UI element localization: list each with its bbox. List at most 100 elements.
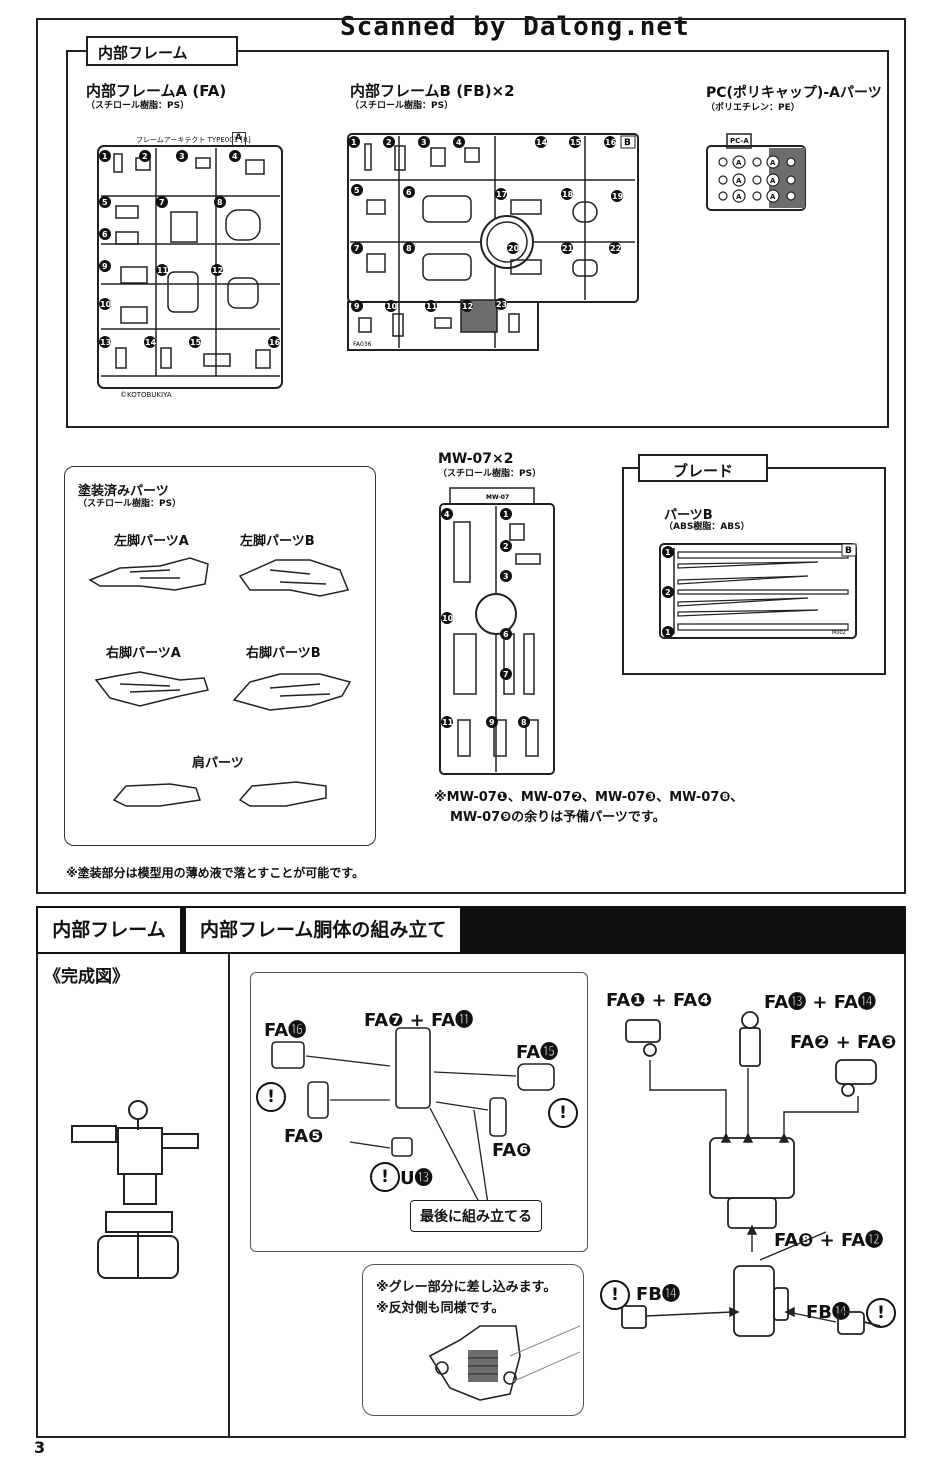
insert-note-line1: ※グレー部分に差し込みます。 — [376, 1280, 557, 1295]
label-fa5: FA❺ — [284, 1126, 324, 1147]
svg-text:5: 5 — [354, 186, 360, 195]
shoulder-parts-label: 肩パーツ — [192, 756, 244, 771]
svg-text:3: 3 — [421, 138, 427, 147]
svg-text:17: 17 — [496, 190, 507, 199]
svg-text:15: 15 — [190, 338, 202, 347]
svg-text:10: 10 — [386, 302, 398, 311]
svg-text:A: A — [736, 177, 742, 185]
mw07-note-line1: ※MW-07❶、MW-07❷、MW-07❸、MW-07❽、 — [434, 790, 744, 805]
svg-text:7: 7 — [503, 670, 509, 679]
svg-text:10: 10 — [100, 300, 112, 309]
blade-runner-drawing: B 1 2 1 M002 — [659, 543, 857, 639]
runner-b-drawing: 1 2 3 4 14 15 16 5 6 17 18 19 7 8 20 21 … — [347, 133, 639, 351]
svg-text:B: B — [845, 546, 852, 556]
svg-text:15: 15 — [570, 138, 582, 147]
caution-icon-fa16: ! — [256, 1082, 286, 1112]
svg-text:14: 14 — [536, 138, 548, 147]
svg-text:3: 3 — [503, 572, 509, 581]
blade-material: （ABS樹脂：ABS） — [664, 522, 750, 532]
pc-a-title: PC(ポリキャップ)-Aパーツ — [706, 85, 882, 101]
svg-text:12: 12 — [462, 302, 473, 311]
subassembly-panel — [250, 972, 588, 1252]
assembly-divider — [228, 954, 230, 1438]
svg-text:1: 1 — [102, 152, 108, 161]
svg-text:1: 1 — [503, 510, 509, 519]
svg-text:2: 2 — [665, 588, 671, 597]
runner-b-material: （スチロール樹脂：PS） — [350, 101, 454, 111]
svg-text:FA036: FA036 — [353, 341, 372, 348]
svg-text:4: 4 — [456, 138, 462, 147]
svg-text:6: 6 — [102, 230, 108, 239]
svg-text:M002: M002 — [832, 630, 846, 636]
svg-text:14: 14 — [145, 338, 157, 347]
inner-frame-tag: 内部フレーム — [86, 36, 238, 66]
right-leg-b-label: 右脚パーツB — [246, 646, 321, 661]
label-fa1-fa4: FA❶ + FA❹ — [606, 990, 713, 1011]
svg-text:9: 9 — [354, 302, 360, 311]
insert-detail-drawing — [428, 1325, 580, 1401]
svg-text:10: 10 — [442, 614, 454, 623]
svg-text:11: 11 — [157, 266, 169, 275]
svg-text:1: 1 — [665, 548, 671, 557]
svg-text:22: 22 — [610, 244, 621, 253]
svg-text:2: 2 — [142, 152, 148, 161]
label-fa7-fa11: FA❼ + FA⓫ — [364, 1010, 474, 1031]
completed-figure — [71, 1100, 199, 1279]
svg-text:8: 8 — [406, 244, 412, 253]
right-leg-a-label: 右脚パーツA — [106, 646, 181, 661]
caution-icon-u13: ! — [370, 1162, 400, 1192]
label-fa15: FA⓯ — [516, 1042, 559, 1063]
left-leg-a-label: 左脚パーツA — [114, 534, 189, 549]
paint-note: ※塗装部分は模型用の薄め液で落とすことが可能です。 — [66, 866, 365, 880]
inner-frame-parts-box — [66, 50, 889, 428]
svg-text:A: A — [770, 177, 776, 185]
subassembly-drawing — [271, 1027, 555, 1205]
svg-text:9: 9 — [102, 262, 108, 271]
insert-note-line2: ※反対側も同様です。 — [376, 1301, 505, 1316]
svg-text:1: 1 — [665, 628, 671, 637]
svg-text:MW-07: MW-07 — [486, 494, 509, 501]
blade-title: パーツB — [664, 508, 713, 523]
left-leg-b-label: 左脚パーツB — [240, 534, 315, 549]
assembly-tag: 内部フレーム — [38, 908, 180, 952]
assembly-header-bar — [36, 906, 906, 954]
svg-text:8: 8 — [521, 718, 527, 727]
svg-text:6: 6 — [406, 188, 412, 197]
svg-text:23: 23 — [496, 300, 507, 309]
mw07-material: （スチロール樹脂：PS） — [438, 469, 542, 479]
mw07-note-line2: MW-07❾の余りは予備パーツです。 — [450, 810, 666, 825]
completed-label: 《完成図》 — [44, 967, 129, 987]
runner-a-header: フレームアーキテクト TYPE001 [R] — [136, 136, 251, 144]
svg-text:8: 8 — [217, 198, 223, 207]
svg-text:7: 7 — [354, 244, 360, 253]
svg-text:19: 19 — [612, 192, 624, 201]
svg-text:12: 12 — [212, 266, 223, 275]
svg-text:2: 2 — [503, 542, 509, 551]
svg-text:A: A — [736, 193, 742, 201]
svg-text:21: 21 — [562, 244, 574, 253]
svg-text:7: 7 — [159, 198, 165, 207]
svg-text:4: 4 — [444, 510, 450, 519]
pc-a-material: （ポリエチレン：PE） — [706, 103, 800, 113]
label-fb14-left: FB⓮ — [636, 1284, 681, 1305]
runner-a-letter: A — [235, 133, 242, 143]
label-fa16: FA⓰ — [264, 1020, 307, 1041]
svg-text:9: 9 — [489, 718, 495, 727]
last-assemble-label: 最後に組み立てる — [410, 1200, 542, 1232]
painted-parts-material: （スチロール樹脂：PS） — [78, 499, 182, 509]
label-fa13-fa14: FA⓭ + FA⓮ — [764, 992, 876, 1013]
label-fa8-fa12: FA❽ + FA⓬ — [774, 1230, 884, 1251]
parts-section-frame — [36, 18, 906, 894]
painted-parts-box — [64, 466, 376, 846]
svg-text:11: 11 — [426, 302, 438, 311]
svg-text:18: 18 — [562, 190, 574, 199]
pc-a-label: PC-A — [730, 137, 749, 145]
mw07-title: MW-07×2 — [438, 451, 514, 467]
watermark: Scanned by Dalong.net — [340, 12, 690, 42]
caution-icon-fb14-right: ! — [866, 1298, 896, 1328]
runner-a-drawing: 1 2 3 4 5 6 7 8 9 10 11 12 13 14 15 16 — [97, 145, 283, 389]
svg-text:A: A — [770, 193, 776, 201]
runner-b-title: 内部フレームB (FB)×2 — [350, 82, 515, 100]
svg-text:11: 11 — [442, 718, 454, 727]
